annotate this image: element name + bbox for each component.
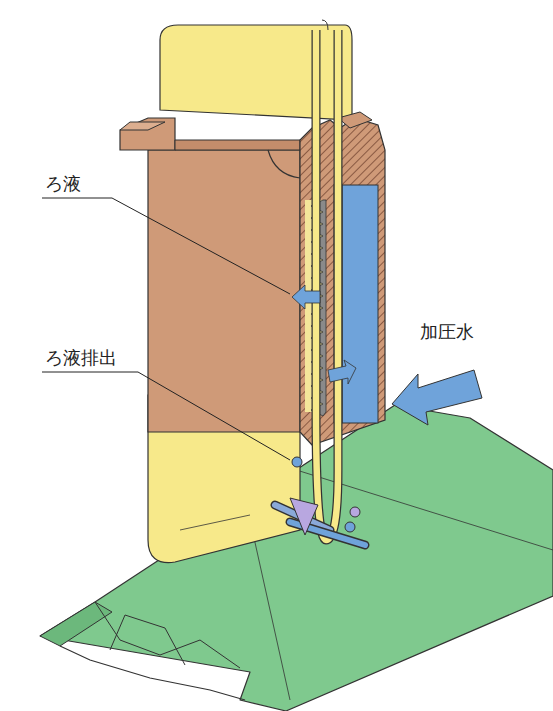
cloth-strip-outline <box>316 30 338 540</box>
plate-block <box>338 112 372 128</box>
filter-plate <box>148 150 300 432</box>
pipe-end <box>345 522 355 532</box>
plate-ledge <box>175 140 300 150</box>
pressure-arrow <box>328 360 356 384</box>
drain-port <box>292 457 302 467</box>
pipe-fitting <box>290 498 318 535</box>
plate-block-top <box>120 122 165 130</box>
rail-rib <box>110 615 185 665</box>
rail-edge <box>60 646 245 700</box>
callout-label: 加圧水 <box>420 321 474 343</box>
rail-rib <box>95 602 240 668</box>
plate-block <box>120 118 175 150</box>
leader-line <box>42 198 290 294</box>
callout-label: ろ液 <box>45 173 81 195</box>
cloth-fold <box>322 20 328 30</box>
cloth-strip <box>316 30 338 540</box>
water-chamber <box>342 185 378 423</box>
leader-line <box>42 372 290 460</box>
pipe-end <box>350 507 360 517</box>
rail-line <box>290 468 553 550</box>
rail-bracket <box>40 602 112 646</box>
pressure-water-arrow <box>392 370 482 425</box>
cloth-line <box>180 515 250 530</box>
callout-label: ろ液排出 <box>45 347 117 369</box>
rail-line <box>250 520 290 700</box>
filter-cloth <box>160 25 352 120</box>
plate-groove <box>268 150 300 178</box>
filtrate-arrow <box>292 285 320 309</box>
